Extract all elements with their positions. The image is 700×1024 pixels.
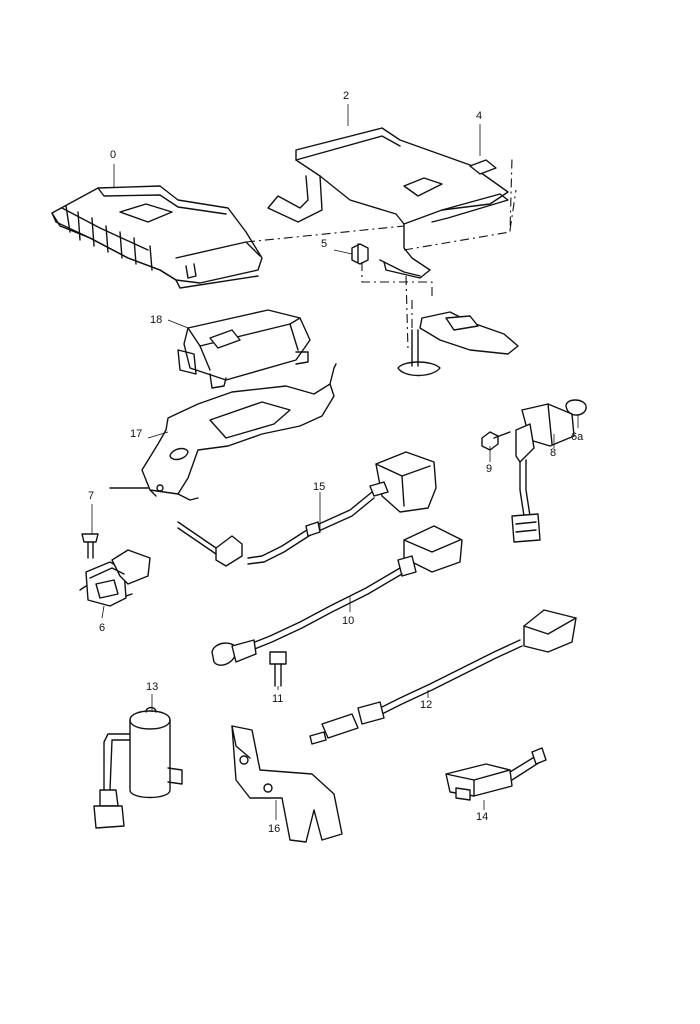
callout-11: 11 (272, 693, 283, 705)
assembly-guide-lines (245, 157, 517, 351)
callout-labels: 0 2 4 5 18 17 15 9 8 6a 7 6 10 11 12 13 … (88, 90, 584, 835)
callout-0: 0 (110, 149, 116, 161)
callout-8: 8 (550, 447, 556, 459)
part-switch-14[interactable] (445, 747, 547, 801)
part-mounting-plate-17[interactable] (109, 363, 337, 501)
part-bolt-11[interactable] (269, 651, 287, 687)
callout-13: 13 (146, 681, 158, 693)
callout-5: 5 (321, 238, 327, 250)
callout-6a: 6a (571, 431, 584, 443)
callout-15: 15 (313, 481, 325, 493)
part-screw-9[interactable] (481, 431, 511, 451)
part-clip-4[interactable] (469, 159, 497, 175)
leader-lines (91, 104, 579, 820)
part-valve-13[interactable] (93, 706, 183, 829)
callout-7: 7 (88, 490, 94, 502)
part-nut-5[interactable] (351, 243, 369, 265)
part-screw-7[interactable] (81, 533, 99, 559)
callout-16: 16 (268, 823, 280, 835)
callout-4: 4 (476, 110, 482, 122)
part-floor-mount (397, 300, 519, 377)
part-sensor-6[interactable] (79, 549, 151, 607)
part-sensor-8[interactable] (511, 403, 575, 543)
part-sensor-10[interactable] (211, 525, 463, 666)
callout-17: 17 (130, 428, 142, 440)
part-bracket-tray[interactable] (267, 127, 509, 279)
callout-14: 14 (476, 811, 488, 823)
part-bracket-16[interactable] (231, 725, 343, 843)
part-control-unit[interactable] (51, 185, 263, 289)
part-o-ring-6a[interactable] (565, 399, 587, 416)
part-sensor-15[interactable] (177, 451, 437, 567)
callout-12: 12 (420, 699, 432, 711)
callout-2: 2 (343, 90, 349, 102)
callout-18: 18 (150, 314, 162, 326)
callout-9: 9 (486, 463, 492, 475)
callout-10: 10 (342, 615, 354, 627)
part-module-18[interactable] (177, 309, 311, 389)
callout-6: 6 (99, 622, 105, 634)
part-probe-12[interactable] (309, 609, 577, 745)
